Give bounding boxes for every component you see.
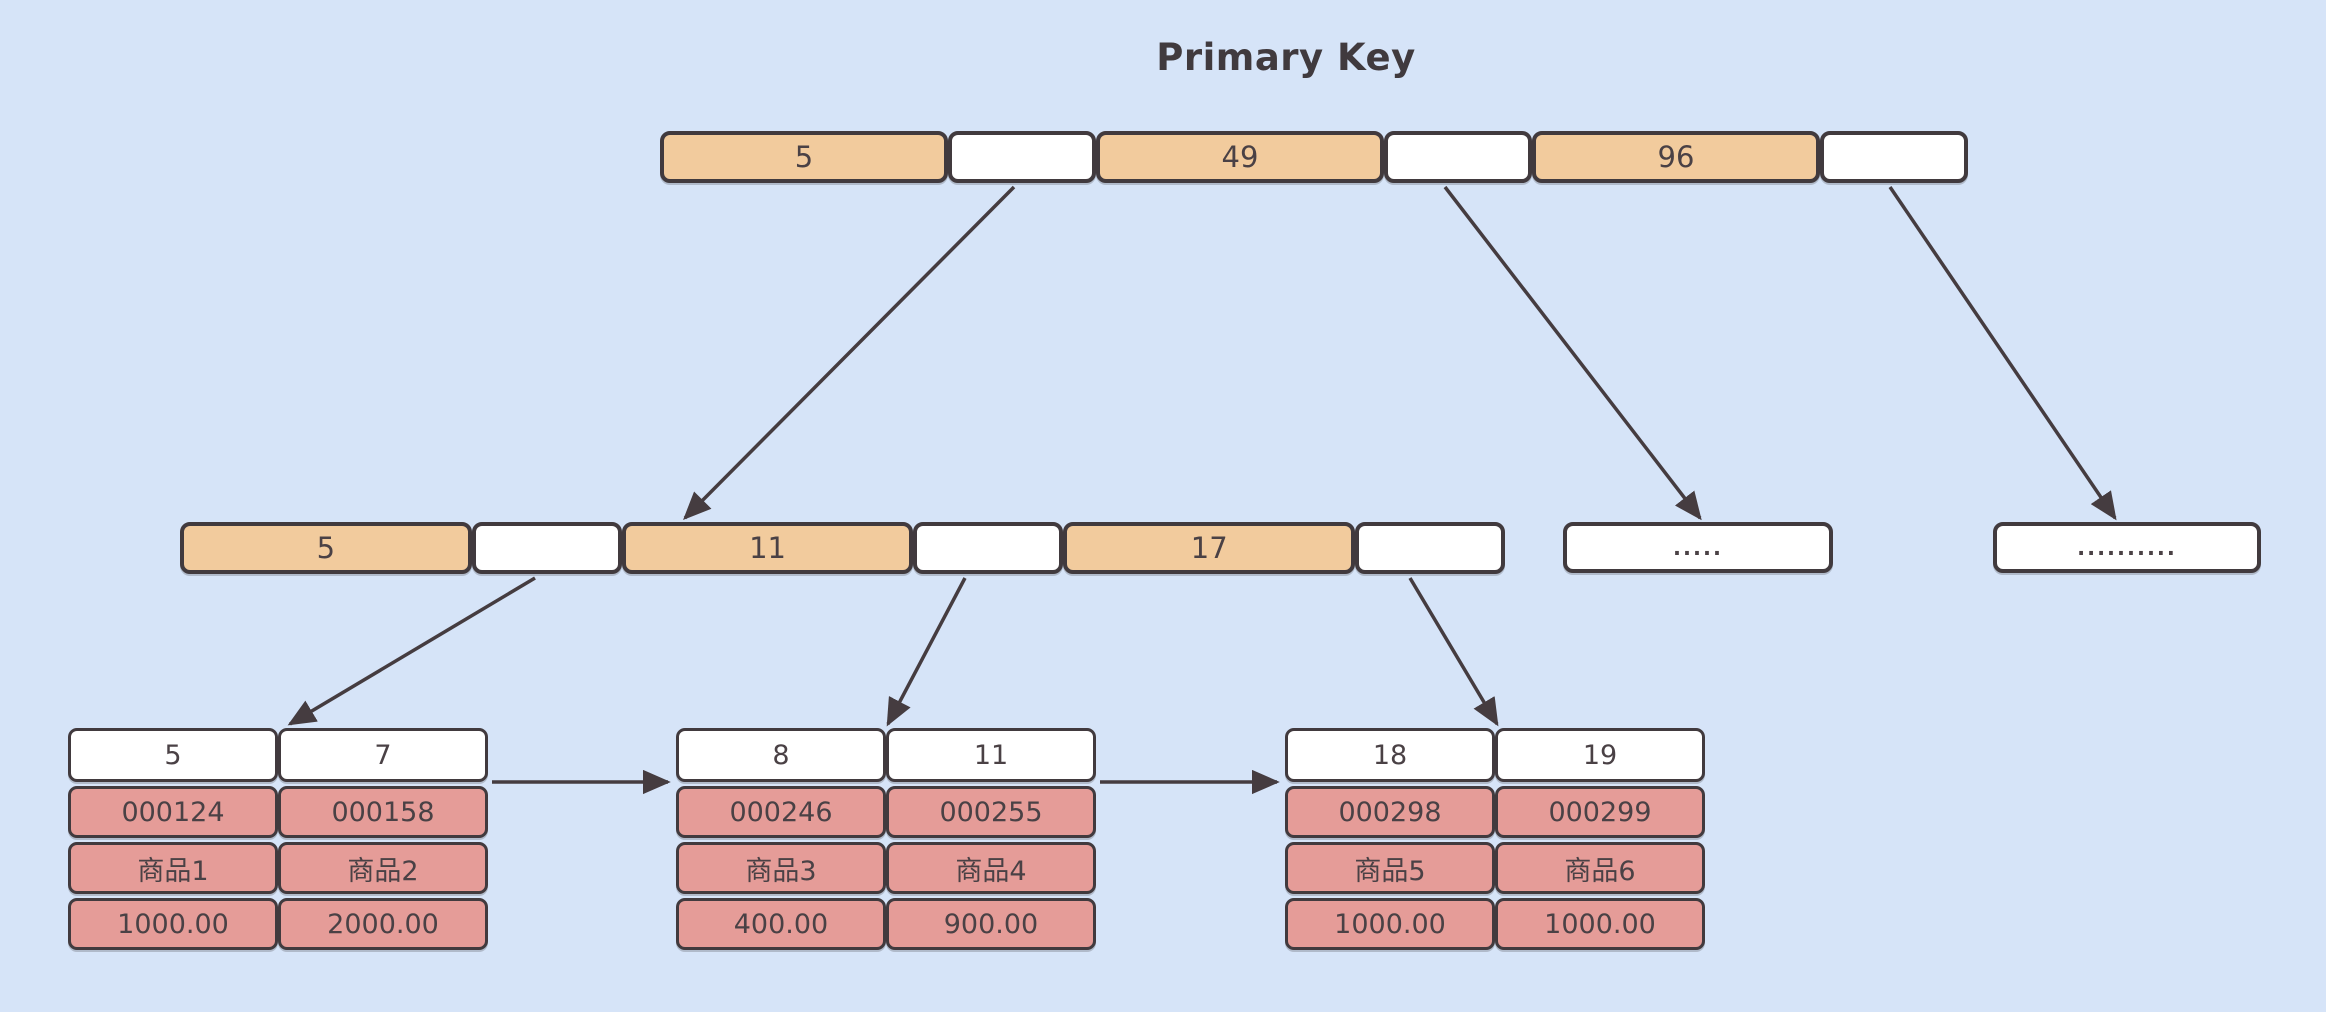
root-key-cell: 5 bbox=[660, 131, 948, 183]
leaf-record-cell: 000298 bbox=[1285, 786, 1495, 838]
arrow-internal-to-leaf-2 bbox=[886, 577, 967, 727]
leaf-key-cell: 8 bbox=[676, 728, 886, 782]
arrow-root-to-collapsed-2 bbox=[1888, 186, 2117, 521]
internal-pointer-cell bbox=[1355, 522, 1506, 574]
leaf-record-cell: 900.00 bbox=[886, 898, 1096, 950]
leaf-record-cell: 商品2 bbox=[278, 842, 488, 894]
leaf-record-cell: 2000.00 bbox=[278, 898, 488, 950]
leaf-record-cell: 商品1 bbox=[68, 842, 278, 894]
leaf-record-cell: 商品5 bbox=[1285, 842, 1495, 894]
leaf-record-cell: 1000.00 bbox=[1495, 898, 1705, 950]
root-key-cell: 96 bbox=[1532, 131, 1820, 183]
leaf-node-3: 18 19 000298 000299 商品5 商品6 1000.00 1000… bbox=[1285, 728, 1705, 950]
leaf-record-cell: 000255 bbox=[886, 786, 1096, 838]
leaf-record-cell: 1000.00 bbox=[68, 898, 278, 950]
collapsed-node-2: .......... bbox=[1993, 522, 2261, 573]
leaf-record-cell: 000246 bbox=[676, 786, 886, 838]
leaf-record-cell: 商品4 bbox=[886, 842, 1096, 894]
arrow-internal-to-leaf-1 bbox=[287, 576, 536, 726]
arrow-internal-to-leaf-3 bbox=[1408, 577, 1499, 727]
leaf-record-cell: 000124 bbox=[68, 786, 278, 838]
root-pointer-cell bbox=[1820, 131, 1968, 183]
arrow-root-to-collapsed-1 bbox=[1443, 185, 1702, 521]
leaf-record-cell: 000299 bbox=[1495, 786, 1705, 838]
root-key-cell: 49 bbox=[1096, 131, 1384, 183]
leaf-key-cell: 19 bbox=[1495, 728, 1705, 782]
root-node: 5 49 96 bbox=[660, 131, 1968, 183]
internal-pointer-cell bbox=[471, 522, 622, 574]
root-pointer-cell bbox=[948, 131, 1096, 183]
internal-node: 5 11 17 bbox=[180, 522, 1506, 574]
leaf-key-cell: 11 bbox=[886, 728, 1096, 782]
leaf-record-cell: 商品3 bbox=[676, 842, 886, 894]
leaf-record-cell: 商品6 bbox=[1495, 842, 1705, 894]
internal-pointer-cell bbox=[913, 522, 1064, 574]
leaf-record-cell: 000158 bbox=[278, 786, 488, 838]
leaf-node-2: 8 11 000246 000255 商品3 商品4 400.00 900.00 bbox=[676, 728, 1096, 950]
internal-key-cell: 11 bbox=[621, 522, 914, 574]
root-pointer-cell bbox=[1384, 131, 1532, 183]
leaf-key-cell: 7 bbox=[278, 728, 488, 782]
diagram-title: Primary Key bbox=[1156, 36, 1416, 79]
internal-key-cell: 17 bbox=[1063, 522, 1356, 574]
leaf-key-cell: 18 bbox=[1285, 728, 1495, 782]
internal-key-cell: 5 bbox=[180, 522, 472, 574]
leaf-record-cell: 1000.00 bbox=[1285, 898, 1495, 950]
leaf-key-cell: 5 bbox=[68, 728, 278, 782]
collapsed-node-1: ..... bbox=[1563, 522, 1833, 573]
arrow-root-to-internal bbox=[683, 185, 1016, 520]
leaf-node-1: 5 7 000124 000158 商品1 商品2 1000.00 2000.0… bbox=[68, 728, 488, 950]
leaf-record-cell: 400.00 bbox=[676, 898, 886, 950]
